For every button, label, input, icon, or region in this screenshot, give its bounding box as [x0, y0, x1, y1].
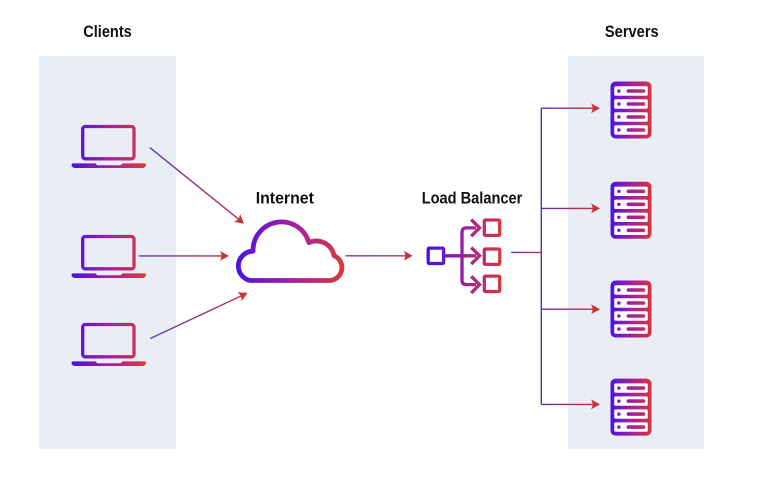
svg-text:Load Balancer: Load Balancer	[422, 189, 523, 207]
svg-text:Clients: Clients	[83, 23, 132, 41]
svg-text:Servers: Servers	[605, 23, 659, 41]
svg-text:Internet: Internet	[256, 189, 315, 207]
